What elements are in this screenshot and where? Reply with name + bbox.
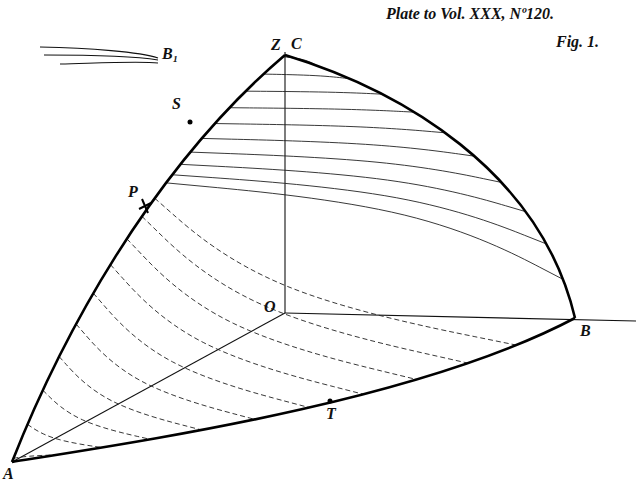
grid-curve xyxy=(166,183,563,279)
grid-curve xyxy=(110,265,363,395)
point-mark xyxy=(142,199,148,213)
grid-curve xyxy=(59,357,201,430)
grid-curve xyxy=(180,164,525,211)
grid-curve xyxy=(93,293,309,407)
grid-curve xyxy=(142,216,468,363)
grid-curve xyxy=(202,138,475,156)
grid-curve xyxy=(230,108,415,112)
point-label: T xyxy=(326,406,336,422)
grid-curve xyxy=(43,390,150,439)
point-label: C xyxy=(291,36,302,52)
figure-number: Fig. 1. xyxy=(556,34,599,50)
point-label: P xyxy=(128,184,138,200)
grid-curve xyxy=(155,198,517,345)
point-mark xyxy=(188,120,193,125)
plate-note: Plate to Vol. XXX, Nº120. xyxy=(386,6,554,22)
point-label: B xyxy=(580,323,591,339)
grid-curve xyxy=(215,124,445,133)
point-label: B₁ xyxy=(162,46,178,62)
grid-curve xyxy=(76,324,255,419)
grid-curve xyxy=(127,239,417,380)
grid-curve xyxy=(264,74,350,79)
point-label: S xyxy=(172,96,181,112)
curve xyxy=(40,47,158,58)
point-label: O xyxy=(264,299,276,315)
x-axis xyxy=(285,313,636,321)
boundary-arc xyxy=(12,55,285,462)
boundary-arc xyxy=(12,318,575,462)
boundary-arc xyxy=(285,55,575,318)
grid-curve xyxy=(28,424,102,447)
point-mark xyxy=(328,399,333,404)
grid-curve xyxy=(172,175,546,244)
grid-curve xyxy=(190,152,501,182)
curve xyxy=(60,62,158,64)
point-label: A xyxy=(3,466,14,482)
curve xyxy=(44,55,158,60)
axis-label: Z xyxy=(271,37,281,53)
grid-curve xyxy=(246,91,382,94)
